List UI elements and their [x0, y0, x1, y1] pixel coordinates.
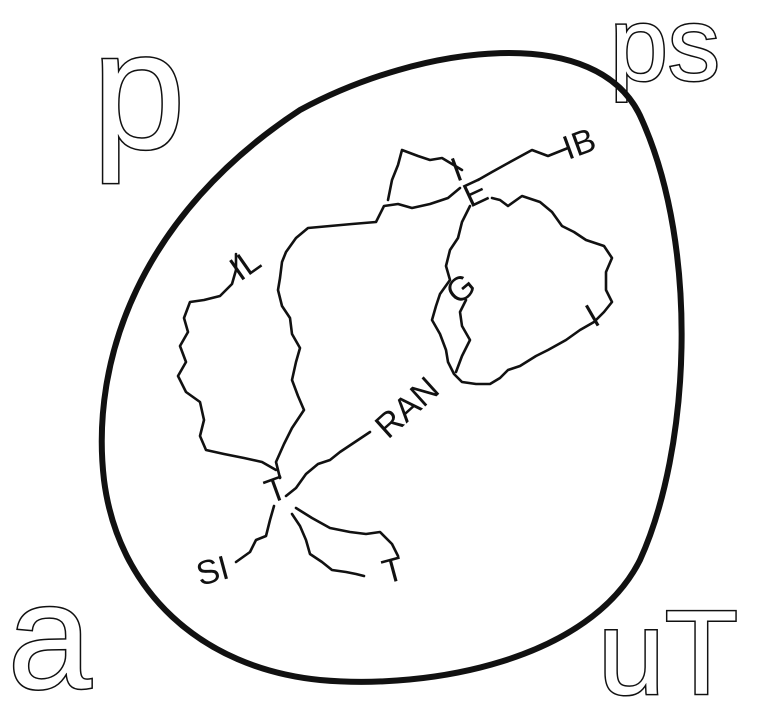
t-bottom-line-1 [292, 514, 364, 576]
corner-letter-bottom-right: uT [598, 586, 738, 701]
t-bottom-line-2 [296, 508, 398, 556]
si-branch-line [236, 506, 274, 562]
label-t-center: T [260, 469, 293, 512]
corner-letter-top-right: ps [610, 0, 720, 103]
label-t-bottom: T [378, 550, 408, 592]
corner-letter-bottom-left: a [8, 552, 92, 701]
label-e: E [457, 171, 494, 215]
label-il: IL [223, 241, 268, 288]
corner-letter-top-left: p [92, 0, 185, 184]
ran-line [286, 432, 370, 496]
il-branch-line [178, 254, 276, 470]
label-g: G [439, 266, 484, 312]
label-si: SI [192, 549, 233, 594]
label-ran: RAN [368, 370, 447, 446]
label-ib: IB [558, 121, 601, 168]
